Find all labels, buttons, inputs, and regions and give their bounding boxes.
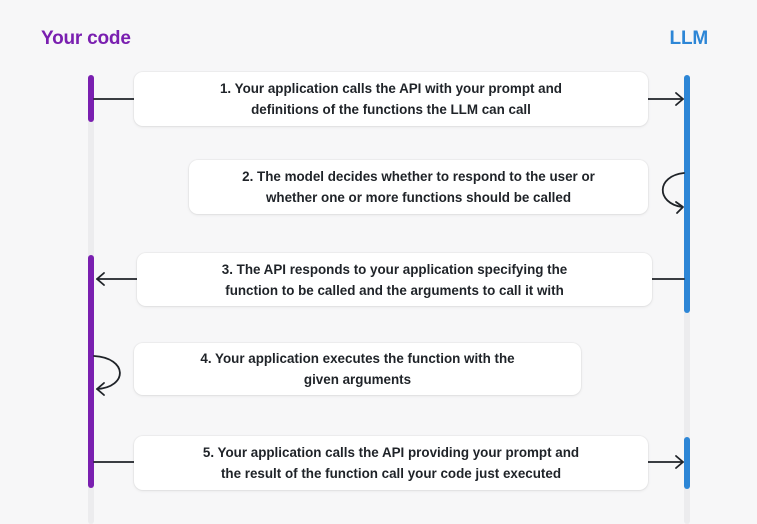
lane-title-llm: LLM xyxy=(669,28,709,49)
arrow-step-5 xyxy=(93,455,684,469)
arrow-step-4-self xyxy=(93,355,121,396)
step-4-card: 4. Your application executes the functio… xyxy=(134,343,581,395)
your-code-activation-1 xyxy=(88,75,94,122)
step-1-card: 1. Your application calls the API with y… xyxy=(134,72,648,126)
arrow-step-1 xyxy=(93,92,684,106)
lane-title-your-code: Your code xyxy=(41,28,131,49)
step-5-card: 5. Your application calls the API provid… xyxy=(134,436,648,490)
step-3-card: 3. The API responds to your application … xyxy=(137,253,652,306)
arrow-step-3 xyxy=(96,272,685,286)
llm-activation-1 xyxy=(684,75,690,313)
step-2-card: 2. The model decides whether to respond … xyxy=(189,160,648,214)
llm-activation-2 xyxy=(684,437,690,489)
your-code-activation-2 xyxy=(88,255,94,488)
arrow-step-2-self xyxy=(661,172,685,214)
